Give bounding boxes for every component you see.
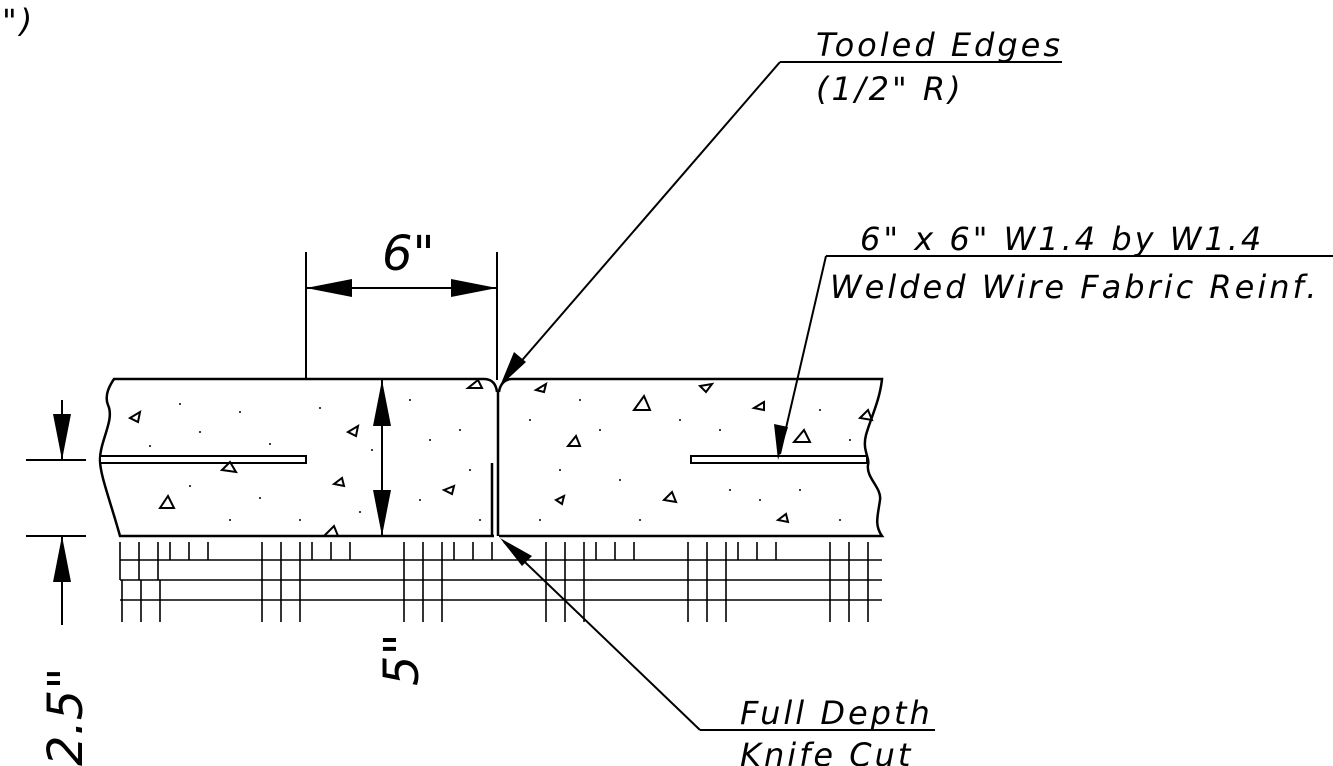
corner-text-fragment: ") bbox=[2, 2, 35, 40]
joint-spacing-label: 6" bbox=[382, 226, 435, 282]
right-slab-outline bbox=[497, 377, 885, 538]
tooled-edges-line1: Tooled Edges bbox=[816, 26, 1063, 64]
tooled-edges-callout: Tooled Edges (1/2" R) bbox=[500, 26, 1063, 386]
wire-fabric-callout: 6" x 6" W1.4 by W1.4 Welded Wire Fabric … bbox=[774, 220, 1333, 460]
aggregate-symbols bbox=[127, 378, 874, 537]
knife-cut-line2: Knife Cut bbox=[740, 736, 913, 766]
wire-fabric-line1: 6" x 6" W1.4 by W1.4 bbox=[860, 220, 1264, 258]
wire-fabric-left bbox=[99, 455, 307, 464]
knife-cut-line1: Full Depth bbox=[740, 694, 933, 732]
knife-cut-callout: Full Depth Knife Cut bbox=[500, 538, 935, 766]
slab-depth-dimension: 5" bbox=[373, 380, 430, 686]
wire-fabric-line2: Welded Wire Fabric Reinf. bbox=[830, 268, 1319, 306]
wire-fabric-right bbox=[690, 455, 868, 464]
tooled-edges-line2: (1/2" R) bbox=[816, 70, 964, 108]
subgrade-pattern bbox=[119, 542, 869, 622]
slab-depth-label: 5" bbox=[374, 633, 430, 686]
subgrade-hatch bbox=[120, 559, 882, 601]
reinforcement-depth-label: 2.5" bbox=[38, 668, 94, 766]
reinforcement-depth-dimension: 2.5" bbox=[26, 400, 94, 766]
joint-spacing-dimension: 6" bbox=[305, 226, 498, 380]
concrete-stipple bbox=[149, 399, 851, 521]
left-slab-outline bbox=[98, 377, 499, 538]
concrete-slab bbox=[98, 377, 885, 538]
